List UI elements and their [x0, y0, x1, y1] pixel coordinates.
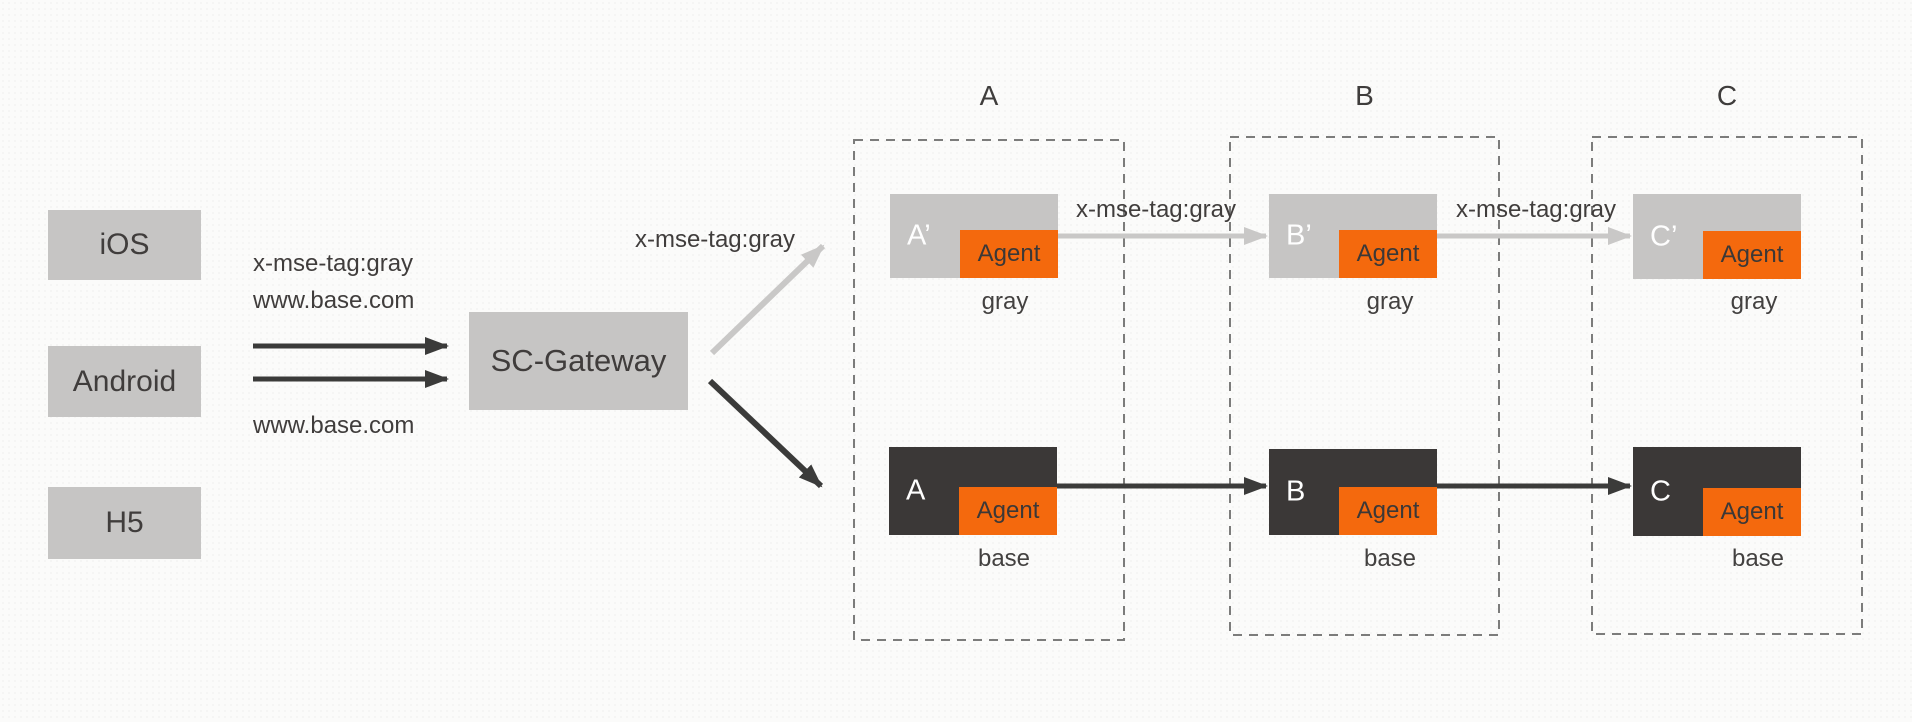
- service-c-gray-agent-box: Agent: [1703, 231, 1801, 279]
- service-a-base-agent-box: Agent: [959, 487, 1057, 535]
- service-b-gray-box: B’ Agent: [1269, 194, 1437, 278]
- service-c-gray-name: C’: [1650, 220, 1678, 252]
- service-c-base-box: C Agent: [1633, 447, 1801, 536]
- column-title-b: B: [1355, 80, 1374, 111]
- agent-label: Agent: [1720, 241, 1784, 268]
- service-b-base-name: B: [1286, 475, 1306, 508]
- arrow-gateway-to-gray-lane: [709, 243, 826, 356]
- agent-label: Agent: [976, 497, 1040, 524]
- client-label-ios: iOS: [99, 228, 150, 261]
- ingress-base-domain-label-bottom: www.base.com: [253, 412, 415, 439]
- service-a-gray-env-label: gray: [981, 288, 1029, 315]
- hop-a-b-gray-header-label: x-mse-tag:gray: [1075, 196, 1237, 223]
- client-label-h5: H5: [105, 506, 144, 539]
- client-box-ios: iOS: [48, 210, 201, 280]
- service-b-base-agent-box: Agent: [1339, 487, 1437, 535]
- service-a-gray-name: A’: [907, 219, 931, 252]
- agent-label: Agent: [1356, 497, 1420, 524]
- service-c-base-name: C: [1650, 475, 1671, 507]
- service-b-gray-env-label: gray: [1366, 288, 1414, 315]
- service-a-gray-agent-box: Agent: [960, 230, 1058, 278]
- service-b-base-env-label: base: [1363, 545, 1417, 572]
- client-box-h5: H5: [48, 487, 201, 559]
- hop-b-c-gray-header-label: x-mse-tag:gray: [1455, 196, 1617, 223]
- gateway-label: SC-Gateway: [490, 343, 667, 378]
- arrow-gateway-to-base-lane: [707, 378, 824, 489]
- agent-label: Agent: [977, 240, 1041, 267]
- service-c-gray-env-label: gray: [1730, 288, 1778, 315]
- service-b-base-box: B Agent: [1269, 449, 1437, 535]
- client-label-android: Android: [72, 364, 177, 398]
- service-b-gray-agent-box: Agent: [1339, 230, 1437, 278]
- agent-label: Agent: [1356, 240, 1420, 267]
- service-a-base-name: A: [906, 474, 926, 507]
- service-a-gray-box: A’ Agent: [890, 194, 1058, 278]
- service-b-gray-name: B’: [1286, 219, 1312, 252]
- client-box-android: Android: [48, 346, 201, 417]
- service-c-gray-box: C’ Agent: [1633, 194, 1801, 279]
- column-title-a: A: [979, 80, 999, 111]
- service-group-c-dashed-box: [1591, 136, 1863, 635]
- gateway-box: SC-Gateway: [469, 312, 688, 410]
- service-a-base-env-label: base: [977, 545, 1031, 572]
- service-group-a-dashed-box: [853, 139, 1125, 641]
- service-group-b-dashed-box: [1229, 136, 1500, 636]
- ingress-base-domain-label-top: www.base.com: [253, 287, 415, 314]
- gateway-gray-route-label: x-mse-tag:gray: [634, 226, 796, 253]
- service-c-base-agent-box: Agent: [1703, 488, 1801, 536]
- agent-label: Agent: [1720, 498, 1784, 525]
- ingress-gray-header-label: x-mse-tag:gray: [253, 250, 414, 277]
- column-title-c: C: [1716, 80, 1738, 111]
- service-c-base-env-label: base: [1731, 545, 1785, 572]
- service-a-base-box: A Agent: [889, 447, 1057, 535]
